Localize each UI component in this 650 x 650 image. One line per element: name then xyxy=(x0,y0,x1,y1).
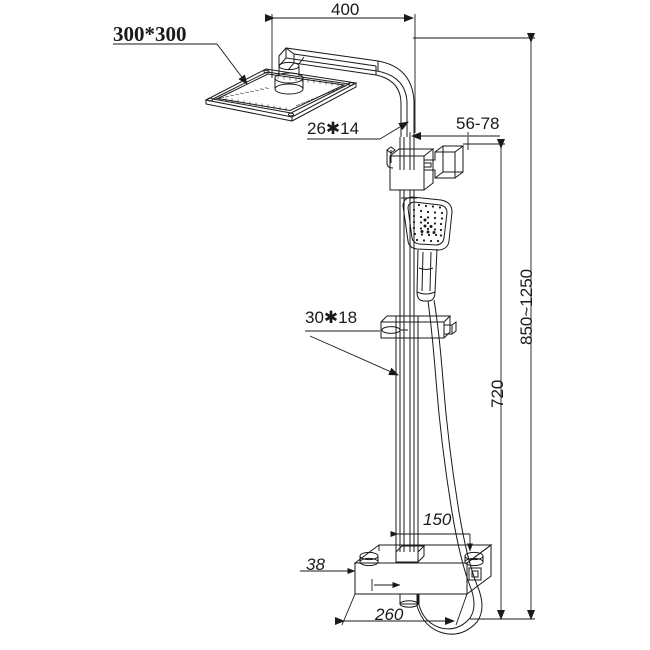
leader-head-size xyxy=(113,43,248,85)
hand-shower-nozzles xyxy=(412,203,444,243)
wall-bracket-top xyxy=(386,137,465,191)
mixer-valve-body xyxy=(353,544,493,608)
riser-rail xyxy=(395,190,419,552)
shower-head-swivel-joint xyxy=(274,61,304,95)
leader-arm-section xyxy=(307,121,409,140)
label-outlet-height: 150 xyxy=(423,510,452,529)
shower-hose xyxy=(416,299,483,635)
shower-arm xyxy=(278,47,415,137)
label-riser-section: 30✱18 xyxy=(305,308,358,327)
label-head-size: 300*300 xyxy=(113,22,187,46)
leader-riser-section xyxy=(305,330,399,376)
dimension-outlet-height xyxy=(390,531,473,552)
label-valve-width: 260 xyxy=(375,605,404,624)
projection-lines-valve-width xyxy=(341,579,468,626)
label-overall-height: 850~1250 xyxy=(517,268,536,345)
dimension-arm-length xyxy=(265,14,416,133)
label-bracket-projection: 56-78 xyxy=(456,114,500,133)
dimension-valve-depth xyxy=(300,568,356,594)
label-riser-height: 720 xyxy=(488,379,507,408)
dimension-valve-width xyxy=(335,582,455,625)
hand-shower xyxy=(401,190,453,302)
dimension-riser-height xyxy=(463,139,505,620)
shower-head-nozzle-hatch xyxy=(214,74,346,111)
slider-bracket xyxy=(380,315,457,339)
rain-shower-head xyxy=(204,68,358,122)
label-arm-section: 26✱14 xyxy=(307,119,360,138)
label-valve-depth: 38 xyxy=(306,555,325,574)
label-arm-length: 400 xyxy=(331,0,360,19)
